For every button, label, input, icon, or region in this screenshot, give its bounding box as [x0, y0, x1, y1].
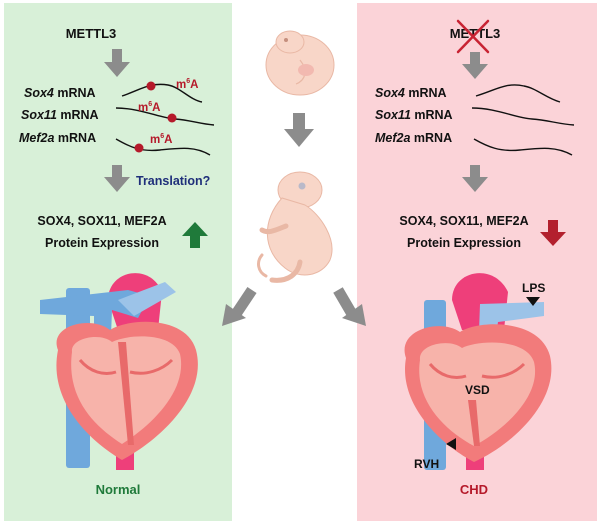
m6a-dot-3 — [134, 143, 144, 153]
left-mrna-curve-1 — [121, 83, 203, 103]
right-mrna-curve-1 — [475, 84, 561, 103]
right-protein-line1: SOX4, SOX11, MEF2A — [399, 214, 528, 228]
right-mrna-sox4: Sox4 mRNA — [375, 86, 447, 100]
center-arrow-1 — [284, 113, 314, 147]
lps-label: LPS — [522, 281, 545, 295]
chd-label: CHD — [460, 482, 488, 497]
left-arrow-1 — [104, 49, 130, 77]
rvh-label: RVH — [414, 457, 439, 471]
up-arrow — [182, 222, 208, 248]
left-mrna-sox11: Sox11 mRNA — [21, 108, 99, 122]
left-mrna-curve-3 — [115, 138, 211, 156]
fetus — [257, 171, 333, 283]
left-protein-line2: Protein Expression — [45, 236, 159, 250]
m6a-label-1: m6A — [176, 78, 198, 91]
right-mrna-sox11: Sox11 mRNA — [375, 108, 453, 122]
rvh-pointer-icon — [446, 438, 456, 450]
right-arrow-1 — [462, 52, 488, 79]
right-mrna-mef2a: Mef2a mRNA — [375, 131, 452, 145]
chd-heart — [404, 273, 552, 470]
m6a-dot-1 — [146, 81, 156, 91]
right-arrow-2 — [462, 165, 488, 192]
translation-label: Translation? — [136, 174, 210, 188]
m6a-label-3: m6A — [150, 133, 172, 146]
normal-heart — [40, 273, 198, 470]
left-mrna-mef2a: Mef2a mRNA — [19, 131, 96, 145]
left-arrow-2 — [104, 165, 130, 192]
embryo — [265, 30, 335, 96]
left-protein-line1: SOX4, SOX11, MEF2A — [37, 214, 166, 228]
center-arrow-left — [222, 286, 257, 326]
right-mrna-curve-2 — [471, 107, 575, 126]
left-gene-label: METTL3 — [66, 26, 117, 41]
left-mrna-sox4: Sox4 mRNA — [24, 86, 96, 100]
normal-label: Normal — [96, 482, 141, 497]
center-arrow-right — [333, 287, 366, 326]
vsd-label: VSD — [465, 383, 490, 397]
m6a-label-2: m6A — [138, 101, 160, 114]
right-protein-line2: Protein Expression — [407, 236, 521, 250]
right-mrna-curve-3 — [473, 138, 573, 156]
m6a-dot-2 — [167, 113, 177, 123]
knockout-x-icon — [456, 19, 490, 54]
down-arrow — [540, 220, 566, 246]
lps-pointer-icon — [526, 297, 540, 306]
